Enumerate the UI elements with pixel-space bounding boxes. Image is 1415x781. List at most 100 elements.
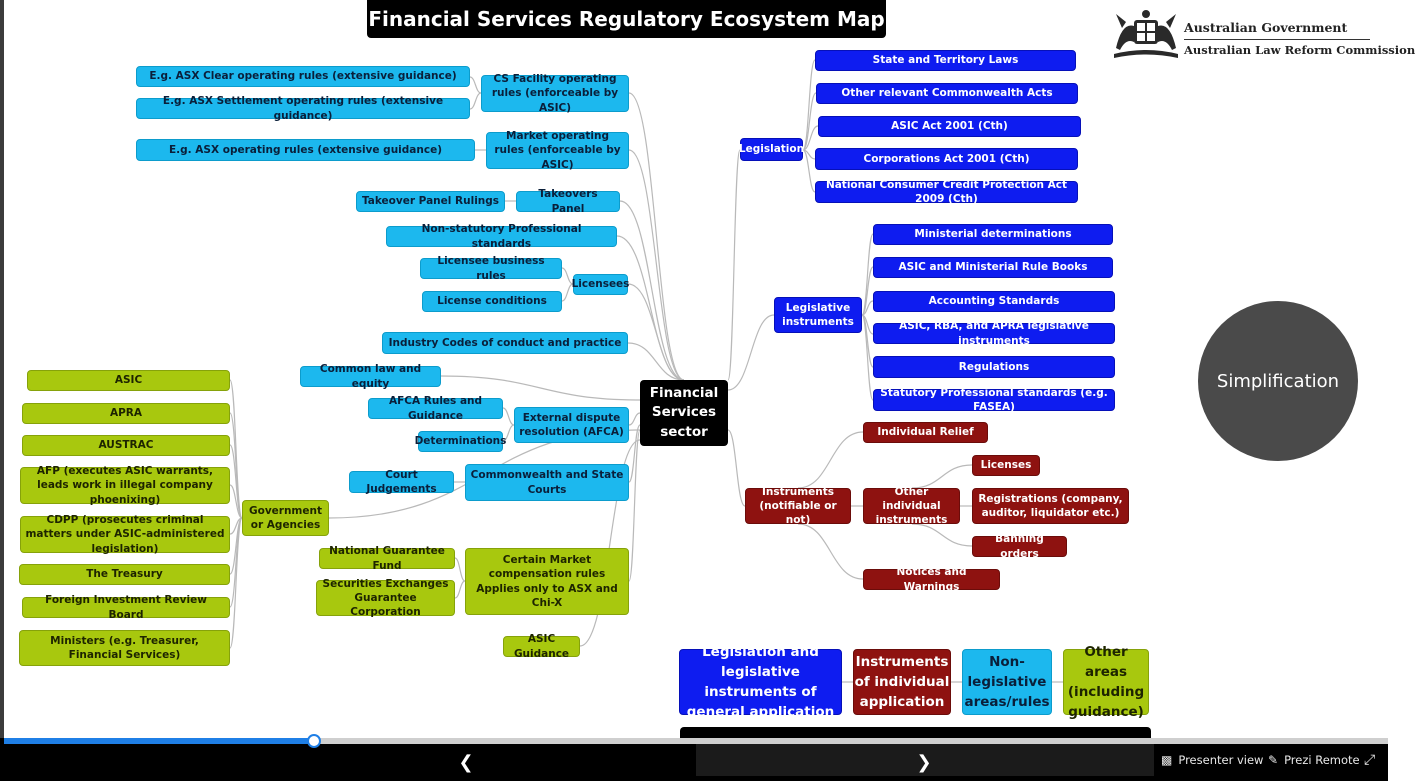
prezi-remote-button[interactable]: ✎ Prezi Remote xyxy=(1268,748,1360,772)
chevron-right-icon: ❯ xyxy=(916,751,932,773)
coat-of-arms-icon xyxy=(1114,10,1178,58)
node-regulations[interactable]: Regulations xyxy=(873,356,1115,378)
node-apra[interactable]: APRA xyxy=(22,403,230,424)
presenter-view-button[interactable]: ▩ Presenter view xyxy=(1161,748,1263,772)
simplification-circle[interactable]: Simplification xyxy=(1198,301,1358,461)
node-ministerial-det[interactable]: Ministerial determinations xyxy=(873,224,1113,245)
node-individual-relief[interactable]: Individual Relief xyxy=(863,422,988,443)
node-legislation[interactable]: Legislation xyxy=(739,138,804,161)
connector xyxy=(579,439,641,647)
node-fasea[interactable]: Statutory Professional standards (e.g. F… xyxy=(873,387,1115,413)
connector xyxy=(628,412,641,426)
node-firb[interactable]: Foreign Investment Review Board xyxy=(22,594,230,621)
node-leg-instruments[interactable]: Legislative instruments xyxy=(774,297,862,333)
pencil-icon: ✎ xyxy=(1268,753,1279,767)
connector xyxy=(561,267,574,285)
node-gov-agencies[interactable]: Government or Agencies xyxy=(242,500,329,536)
node-asic[interactable]: ASIC xyxy=(27,370,230,391)
node-licenses[interactable]: Licenses xyxy=(972,455,1040,476)
chevron-left-icon: ❮ xyxy=(458,751,474,773)
connector xyxy=(502,424,515,442)
node-cs-facility[interactable]: CS Facility operating rules (enforceable… xyxy=(481,73,629,114)
node-takeover-rulings[interactable]: Takeover Panel Rulings xyxy=(356,191,505,212)
node-state-laws[interactable]: State and Territory Laws xyxy=(815,50,1076,71)
node-asx-clear[interactable]: E.g. ASX Clear operating rules (extensiv… xyxy=(136,66,470,87)
node-afca-rules[interactable]: AFCA Rules and Guidance xyxy=(368,395,503,422)
node-banning[interactable]: Banning orders xyxy=(972,533,1067,560)
connector xyxy=(802,59,816,151)
node-determinations[interactable]: Determinations xyxy=(415,431,506,452)
node-accounting[interactable]: Accounting Standards xyxy=(873,291,1115,312)
node-rba-apra[interactable]: ASIC, RBA, and APRA legislative instrume… xyxy=(873,320,1115,347)
node-other-individual[interactable]: Other individual instruments xyxy=(863,486,960,526)
progress-handle[interactable] xyxy=(306,734,321,748)
node-rule-books[interactable]: ASIC and Ministerial Rule Books xyxy=(873,257,1113,278)
connector xyxy=(802,92,817,151)
connector xyxy=(628,429,641,582)
nav-strip xyxy=(696,744,1154,776)
connector xyxy=(619,200,685,381)
node-court-judgements[interactable]: Court Judgements xyxy=(349,469,454,495)
connector xyxy=(616,235,685,381)
connector xyxy=(861,233,874,316)
connector xyxy=(229,517,243,649)
node-licensees[interactable]: Licensees xyxy=(572,274,629,295)
connector xyxy=(727,429,746,507)
prev-button[interactable]: ❮ xyxy=(446,750,486,774)
node-corps-act[interactable]: Corporations Act 2001 (Cth) xyxy=(815,148,1078,170)
node-notices[interactable]: Notices and Warnings xyxy=(863,566,1000,593)
node-asic-guidance[interactable]: ASIC Guidance xyxy=(503,633,580,660)
page-title: Financial Services Regulatory Ecosystem … xyxy=(367,0,886,38)
connector xyxy=(229,484,243,519)
node-asx-operating[interactable]: E.g. ASX operating rules (extensive guid… xyxy=(136,139,475,161)
node-market-operating[interactable]: Market operating rules (enforceable by A… xyxy=(486,130,629,171)
connector xyxy=(911,464,973,489)
node-segc[interactable]: Securities Exchanges Guarantee Corporati… xyxy=(316,578,455,618)
connector xyxy=(802,125,819,151)
next-button[interactable]: ❯ xyxy=(904,750,944,774)
node-afp[interactable]: AFP (executes ASIC warrants, leads work … xyxy=(20,465,230,506)
node-ministers[interactable]: Ministers (e.g. Treasurer, Financial Ser… xyxy=(19,630,230,666)
presentation-toolbar: ❮ ❯ ▩ Presenter view ✎ Prezi Remote ⤢ xyxy=(0,734,1388,781)
connector xyxy=(440,375,641,401)
node-nccp-act[interactable]: National Consumer Credit Protection Act … xyxy=(815,179,1078,205)
progress-track[interactable] xyxy=(4,738,1388,744)
node-instruments[interactable]: Instruments (notifiable or not) xyxy=(745,486,851,526)
presenter-view-label: Presenter view xyxy=(1178,753,1264,767)
node-license-conditions[interactable]: License conditions xyxy=(422,291,562,312)
connector xyxy=(454,580,466,599)
connector xyxy=(802,149,816,193)
node-courts[interactable]: Commonwealth and State Courts xyxy=(465,464,629,501)
node-compensation[interactable]: Certain Market compensation rules Applie… xyxy=(465,548,629,615)
gov-name: Australian Government xyxy=(1184,20,1348,35)
presenter-icon: ▩ xyxy=(1161,753,1173,767)
next-frame-edge xyxy=(680,727,1151,738)
node-industry-codes[interactable]: Industry Codes of conduct and practice xyxy=(382,332,628,354)
connector xyxy=(797,523,864,580)
node-common-law[interactable]: Common law and equity xyxy=(300,363,441,390)
node-takeovers-panel[interactable]: Takeovers Panel xyxy=(516,188,620,215)
node-licensee-rules[interactable]: Licensee business rules xyxy=(420,255,562,282)
connector xyxy=(628,149,685,381)
node-non-statutory[interactable]: Non-statutory Professional standards xyxy=(386,223,617,250)
node-asic-act[interactable]: ASIC Act 2001 (Cth) xyxy=(818,116,1081,137)
node-edr[interactable]: External dispute resolution (AFCA) xyxy=(514,407,629,443)
node-ngf[interactable]: National Guarantee Fund xyxy=(319,545,455,572)
collapse-icon: ⤢ xyxy=(1364,752,1376,768)
progress-fill xyxy=(4,738,313,744)
node-austrac[interactable]: AUSTRAC xyxy=(22,435,230,456)
slide-canvas: Financial Services Regulatory Ecosystem … xyxy=(0,0,1415,738)
node-cdpp[interactable]: CDPP (prosecutes criminal matters under … xyxy=(20,514,230,555)
fullscreen-button[interactable]: ⤢ xyxy=(1364,748,1375,772)
connector xyxy=(627,342,685,381)
node-registrations[interactable]: Registrations (company, auditor, liquida… xyxy=(972,488,1129,524)
center-node[interactable]: Financial Services sector xyxy=(640,380,728,446)
node-asx-settlement[interactable]: E.g. ASX Settlement operating rules (ext… xyxy=(136,95,470,122)
connector xyxy=(727,149,741,381)
connector xyxy=(911,523,973,547)
connector xyxy=(502,407,515,426)
node-treasury[interactable]: The Treasury xyxy=(19,564,230,585)
legend-non-legislative: Non-legislative areas/rules xyxy=(962,649,1052,715)
node-other-acts[interactable]: Other relevant Commonwealth Acts xyxy=(816,83,1078,104)
legend-general: Legislation and legislative instruments … xyxy=(679,644,842,720)
